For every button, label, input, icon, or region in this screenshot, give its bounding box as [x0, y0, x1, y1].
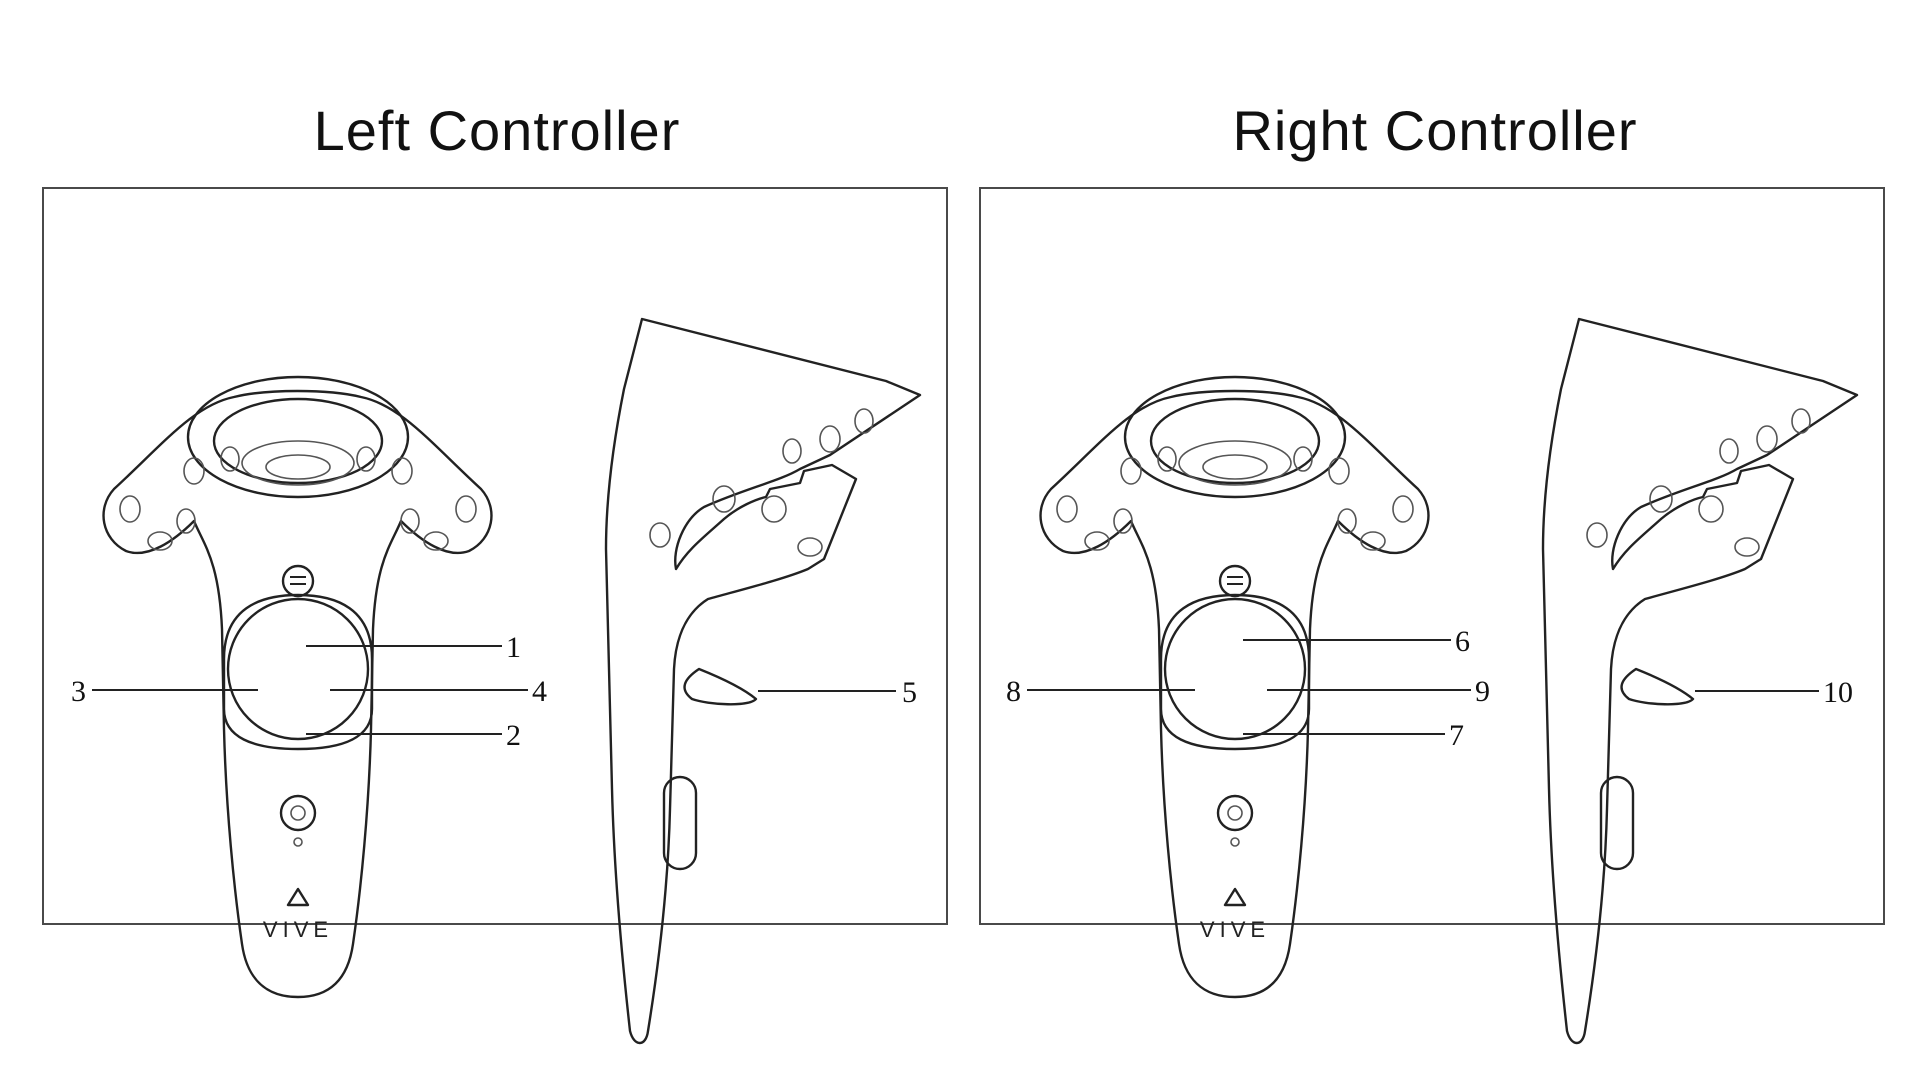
- vive-logo-icon: [1223, 887, 1247, 907]
- right-controller-panel: VIVE 6 7 8 9: [979, 187, 1885, 1045]
- left-controller-title: Left Controller: [313, 99, 681, 162]
- svg-text:9: 9: [1475, 675, 1490, 708]
- controller-front-view: VIVE: [102, 375, 493, 999]
- svg-text:5: 5: [902, 676, 917, 709]
- system-button-icon[interactable]: [279, 794, 317, 847]
- controller-side-view: [1541, 317, 1859, 1045]
- trackpad-surround: [222, 593, 374, 751]
- callout-4: 4: [330, 675, 547, 708]
- brand-label: VIVE: [263, 917, 333, 942]
- callout-2: 2: [306, 719, 521, 752]
- vive-logo-icon: [286, 887, 310, 907]
- callout-3: 3: [71, 675, 258, 708]
- system-button-icon[interactable]: [1216, 794, 1254, 847]
- callout-5: 5: [758, 676, 917, 709]
- callout-10: 10: [1695, 676, 1853, 709]
- callout-8: 8: [1006, 675, 1195, 708]
- menu-button-icon[interactable]: [1218, 564, 1252, 598]
- controller-front-view: VIVE: [1039, 375, 1430, 999]
- trackpad[interactable]: [226, 597, 370, 741]
- sensor-dimples: [119, 446, 477, 551]
- right-controller-title: Right Controller: [1232, 99, 1638, 162]
- svg-text:10: 10: [1823, 676, 1853, 709]
- svg-text:3: 3: [71, 675, 86, 708]
- callout-1: 1: [306, 631, 521, 664]
- trigger[interactable]: [1620, 667, 1695, 706]
- menu-button-icon[interactable]: [281, 564, 315, 598]
- brand-label: VIVE: [1200, 917, 1270, 942]
- grip-button[interactable]: [1599, 775, 1635, 871]
- left-controller-diagram: VIVE 1 2 3 4: [71, 317, 922, 1045]
- callout-9: 9: [1267, 675, 1490, 708]
- svg-text:7: 7: [1449, 719, 1464, 752]
- callout-7: 7: [1243, 719, 1464, 752]
- svg-text:6: 6: [1455, 625, 1470, 658]
- left-controller-panel: VIVE 1 2 3 4: [42, 187, 948, 1045]
- svg-text:4: 4: [532, 675, 547, 708]
- trackpad[interactable]: [1163, 597, 1307, 741]
- controller-side-view: [604, 317, 922, 1045]
- svg-text:1: 1: [506, 631, 521, 664]
- callout-6: 6: [1243, 625, 1470, 658]
- svg-text:2: 2: [506, 719, 521, 752]
- trigger[interactable]: [683, 667, 758, 706]
- right-controller-diagram: VIVE 6 7 8 9: [1006, 317, 1859, 1045]
- trackpad-surround: [1159, 593, 1311, 751]
- svg-text:8: 8: [1006, 675, 1021, 708]
- grip-button[interactable]: [662, 775, 698, 871]
- sensor-dimples: [1056, 446, 1414, 551]
